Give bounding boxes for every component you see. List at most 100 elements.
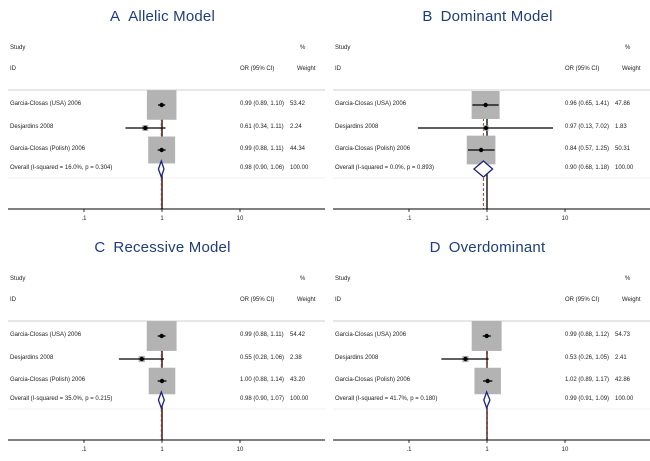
study-or-ci: 0.61 (0.34, 1.11) [240, 124, 284, 130]
overall-or-ci: 0.98 (0.90, 1.06) [240, 165, 285, 171]
header-study: Study [10, 276, 26, 282]
header-study: Study [10, 45, 26, 51]
study-label: Desjardins 2008 [10, 355, 54, 361]
overall-weight: 100.00 [615, 396, 634, 402]
panel-title-text: Allelic Model [128, 8, 216, 25]
header-or: OR (95% CI) [565, 66, 600, 72]
study-weight: 50.31 [615, 146, 631, 152]
overall-diamond [472, 160, 494, 178]
header-pct: % [300, 45, 306, 51]
panel-title-text: Recessive Model [113, 239, 231, 256]
header-or: OR (95% CI) [565, 297, 600, 303]
study-weight: 2.24 [290, 124, 302, 130]
study-or-ci: 0.55 (0.28, 1.06) [240, 355, 285, 361]
x-tick-label: 10 [562, 216, 569, 222]
study-point [159, 147, 164, 153]
study-or-ci: 0.99 (0.88, 1.12) [565, 332, 610, 338]
study-or-ci: 0.84 (0.57, 1.25) [565, 146, 610, 152]
study-label: Garcia-Closas (Polish) 2006 [10, 377, 86, 383]
header-pct: % [625, 45, 631, 51]
study-weight: 2.38 [290, 355, 302, 361]
study-label: Garcia-Closas (Polish) 2006 [10, 146, 86, 152]
study-or-ci: 1.00 (0.88, 1.14) [240, 377, 285, 383]
overall-label: Overall (I-squared = 0.0%, p = 0.893) [335, 165, 435, 171]
header-study: Study [335, 276, 351, 282]
study-or-ci: 0.97 (0.13, 7.02) [565, 124, 610, 130]
panel-title: A Allelic Model [0, 8, 325, 25]
panel-letter: B [422, 8, 433, 25]
study-label: Desjardins 2008 [335, 355, 379, 361]
study-point [483, 125, 489, 131]
study-point [463, 356, 468, 362]
header-pct: % [625, 276, 631, 282]
panel-letter: A [109, 8, 121, 25]
study-point [478, 147, 484, 153]
overall-diamond [157, 159, 165, 179]
x-tick-label: .1 [406, 216, 412, 222]
study-point [159, 378, 165, 384]
header-pct: % [300, 276, 306, 282]
study-or-ci: 0.96 (0.65, 1.41) [565, 101, 610, 107]
study-weight: 53.42 [290, 101, 306, 107]
study-label: Garcia-Closas (USA) 2006 [10, 332, 82, 338]
study-weight: 2.41 [615, 355, 627, 361]
forest-plot-graphics: .1 1 10 [333, 89, 650, 222]
x-tick-label: .1 [81, 447, 87, 453]
overall-or-ci: 0.99 (0.91, 1.09) [565, 396, 610, 402]
study-point [143, 125, 148, 131]
study-label: Garcia-Closas (USA) 2006 [335, 332, 407, 338]
x-tick-label: 10 [562, 447, 569, 453]
study-weight: 54.73 [615, 332, 631, 338]
study-label: Garcia-Closas (Polish) 2006 [335, 146, 411, 152]
header-study: Study [335, 45, 351, 51]
header-or: OR (95% CI) [240, 297, 275, 303]
header-id: ID [10, 297, 16, 303]
study-or-ci: 0.99 (0.88, 1.11) [240, 146, 284, 152]
x-tick-label: .1 [81, 216, 87, 222]
study-point [139, 356, 144, 362]
study-label: Garcia-Closas (USA) 2006 [335, 101, 407, 107]
forest-plot-graphics: .1 1 10 [333, 320, 650, 453]
panel-title-text: Dominant Model [440, 8, 553, 25]
header-weight: Weight [297, 66, 316, 72]
overall-weight: 100.00 [615, 165, 634, 171]
header-weight: Weight [622, 297, 641, 303]
x-tick-label: 1 [160, 447, 164, 453]
study-point [159, 102, 164, 108]
overall-diamond [483, 390, 491, 410]
panel-title: B Dominant Model [325, 8, 650, 25]
study-weight: 54.42 [290, 332, 306, 338]
study-label: Desjardins 2008 [335, 124, 379, 130]
overall-or-ci: 0.98 (0.90, 1.07) [240, 396, 285, 402]
study-label: Garcia-Closas (Polish) 2006 [335, 377, 411, 383]
study-point [485, 378, 490, 384]
study-point [484, 333, 489, 339]
study-or-ci: 1.02 (0.89, 1.17) [565, 377, 610, 383]
x-tick-label: 1 [485, 447, 489, 453]
x-tick-label: 1 [485, 216, 489, 222]
header-or: OR (95% CI) [240, 66, 275, 72]
x-tick-label: 10 [237, 447, 244, 453]
study-point [159, 333, 164, 339]
x-tick-label: 1 [160, 216, 164, 222]
header-id: ID [10, 66, 16, 72]
study-weight: 42.86 [615, 377, 631, 383]
overall-label: Overall (I-squared = 35.0%, p = 0.215) [10, 396, 113, 402]
overall-or-ci: 0.90 (0.68, 1.18) [565, 165, 610, 171]
x-tick-label: .1 [406, 447, 412, 453]
overall-label: Overall (I-squared = 16.0%, p = 0.304) [10, 165, 113, 171]
panel-title-text: Overdominant [448, 239, 546, 256]
study-label: Garcia-Closas (USA) 2006 [10, 101, 82, 107]
overall-weight: 100.00 [290, 396, 309, 402]
overall-diamond [157, 390, 165, 410]
overall-label: Overall (I-squared = 41.7%, p = 0.180) [335, 396, 438, 402]
study-weight: 47.86 [615, 101, 631, 107]
header-weight: Weight [622, 66, 641, 72]
study-weight: 43.20 [290, 377, 306, 383]
